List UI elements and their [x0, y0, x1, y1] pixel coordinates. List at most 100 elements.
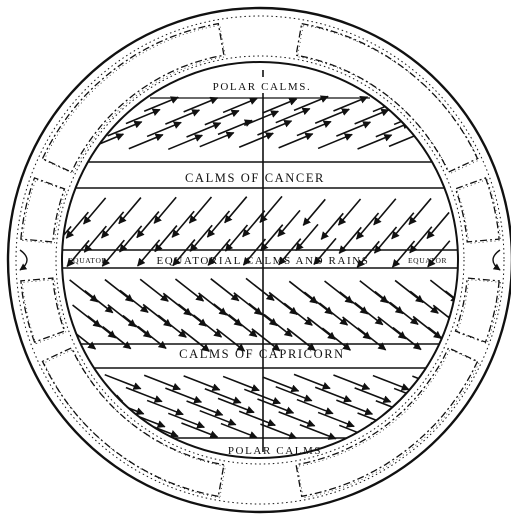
wind-arrow — [261, 225, 283, 251]
wind-arrow — [395, 280, 423, 302]
wind-arrow — [126, 110, 160, 124]
wind-arrow — [315, 109, 349, 123]
wind-arrow — [358, 413, 394, 427]
wind-arrow — [199, 293, 227, 315]
circulation-loop — [21, 178, 65, 242]
wind-arrow — [318, 134, 352, 148]
wind-arrow — [189, 197, 211, 223]
wind-arrow — [263, 99, 297, 113]
wind-arrow — [355, 303, 383, 325]
wind-arrow — [158, 315, 186, 337]
polar-calms-bottom-label: POLAR CALMS — [228, 445, 322, 457]
wind-arrow — [175, 279, 203, 301]
wind-arrow — [321, 213, 343, 239]
wind-arrow — [410, 291, 438, 313]
wind-arrow — [333, 97, 367, 111]
wind-arrow — [358, 135, 392, 149]
wind-arrow — [165, 110, 199, 124]
wind-arrow — [393, 328, 421, 350]
wind-arrow — [269, 292, 297, 314]
wind-arrow — [239, 133, 273, 147]
wind-arrow — [452, 99, 486, 113]
wind-arrow — [70, 280, 98, 302]
wind-arrow — [168, 135, 202, 149]
wind-arrow — [339, 199, 361, 225]
wind-arrow — [49, 226, 71, 252]
wind-arrow — [278, 210, 300, 236]
calms-of-cancer-label: CALMS OF CANCER — [185, 171, 325, 185]
circulation-loop-dots — [298, 25, 479, 174]
wind-arrow — [88, 316, 116, 338]
circulation-loop — [296, 348, 477, 497]
wind-arrow — [108, 305, 136, 327]
wind-arrow — [264, 314, 292, 336]
wind-arrow — [103, 327, 131, 349]
wind-arrow — [318, 412, 354, 426]
wind-arrow — [184, 376, 220, 390]
wind-arrow — [123, 316, 151, 338]
wind-arrow — [66, 212, 88, 238]
wind-arrow — [357, 213, 379, 239]
wind-arrow — [111, 425, 147, 439]
wind-arrow — [147, 122, 181, 136]
wind-arrow — [155, 226, 177, 252]
wind-arrow — [154, 197, 176, 223]
wind-arrow — [300, 425, 336, 439]
wind-arrow — [373, 376, 409, 390]
wind-arrow — [143, 304, 171, 326]
wind-arrow — [319, 303, 347, 325]
wind-arrow — [355, 388, 391, 402]
equator-connector — [493, 250, 500, 270]
wind-arrow — [297, 400, 333, 414]
equator-left-label: EQUATOR — [68, 256, 107, 265]
wind-arrow — [428, 133, 462, 147]
equator-right-label: EQUATOR — [408, 256, 447, 265]
circulation-loop-dots — [44, 349, 225, 498]
wind-arrow — [340, 292, 368, 314]
wind-arrow — [178, 304, 206, 326]
wind-arrow — [221, 424, 257, 438]
wind-arrow — [276, 109, 310, 123]
wind-arrow — [229, 315, 257, 337]
wind-arrow — [336, 122, 370, 136]
wind-arrow — [138, 326, 166, 348]
wind-arrow — [294, 374, 330, 388]
wind-arrow — [260, 424, 296, 438]
wind-arrow — [73, 377, 109, 391]
wind-arrow — [102, 212, 124, 238]
wind-arrow — [412, 98, 446, 112]
wind-arrow — [211, 279, 239, 301]
wind-arrow — [207, 211, 229, 237]
wind-arrow — [129, 413, 165, 427]
wind-arrow — [200, 133, 234, 147]
wind-arrow — [413, 316, 441, 338]
wind-arrow — [378, 317, 406, 339]
wind-arrow — [187, 123, 221, 137]
wind-arrow — [415, 123, 449, 137]
circulation-loop-dots — [457, 179, 501, 243]
zone-labels: POLAR CALMS. CALMS OF CANCER EQUATOR EQU… — [68, 77, 447, 457]
wind-arrow — [218, 120, 252, 134]
wind-arrow — [85, 291, 113, 313]
wind-arrow — [333, 375, 369, 389]
wind-arrow — [289, 281, 317, 303]
wind-arrow — [120, 290, 148, 312]
wind-arrow — [336, 400, 372, 414]
wind-arrow — [284, 303, 312, 325]
circulation-loop-dots — [44, 25, 225, 174]
wind-arrow — [392, 213, 414, 239]
wind-arrow — [371, 423, 407, 437]
wind-arrow — [390, 302, 418, 324]
wind-arrow — [415, 401, 451, 415]
wind-arrow — [144, 97, 178, 111]
wind-arrow — [307, 317, 335, 339]
wind-arrow — [105, 375, 141, 389]
wind-arrow — [376, 401, 412, 415]
wind-arrow — [410, 227, 432, 253]
wind-arrow — [303, 199, 325, 225]
wind-arrow — [223, 376, 259, 390]
wind-arrow — [225, 225, 247, 251]
equatorial-calms-label: EQUATORIAL CALMS AND RAINS — [156, 255, 369, 267]
wind-arrow — [129, 135, 163, 149]
